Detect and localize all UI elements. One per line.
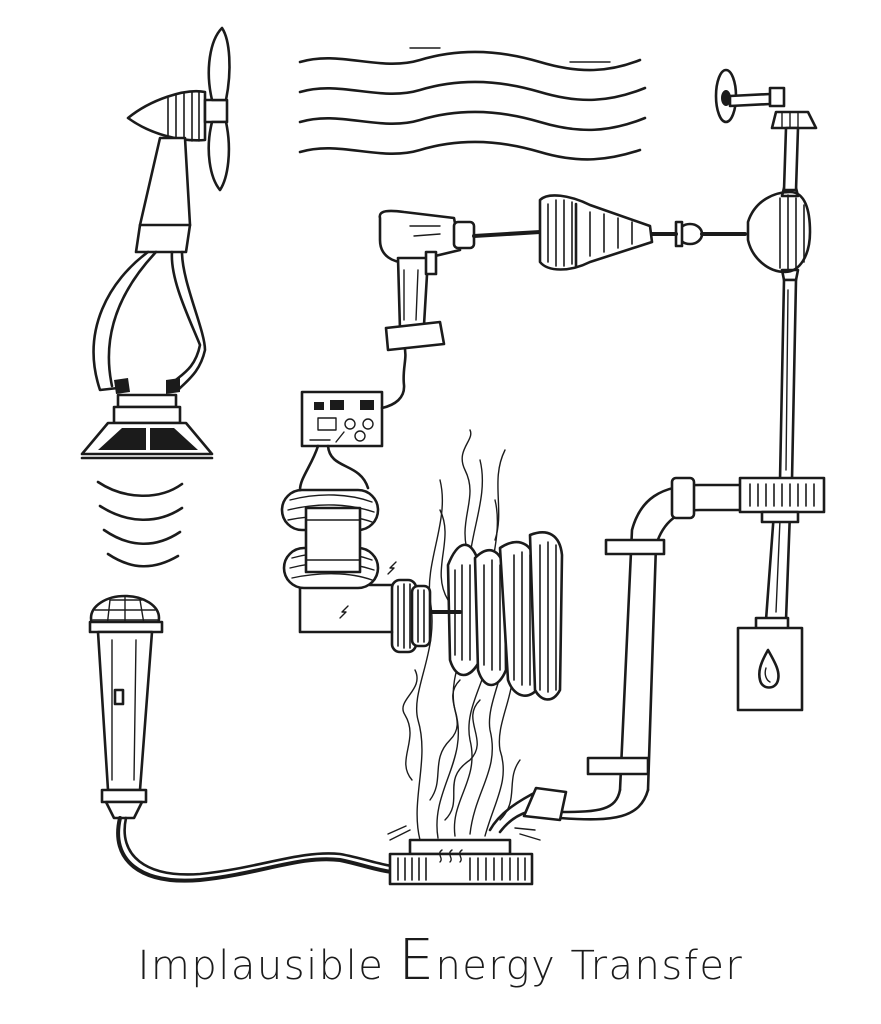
electric-motor <box>298 561 432 654</box>
gearbox <box>746 186 812 282</box>
title-big-letter: E <box>398 928 436 993</box>
microphone <box>88 594 164 820</box>
speaker <box>80 393 214 460</box>
water-wheel <box>428 531 564 701</box>
title-part-2: nergy Transfer <box>435 943 744 989</box>
shaft-clamp <box>738 476 826 524</box>
drill-bit-cone <box>538 194 747 271</box>
power-drill <box>378 209 542 352</box>
circuit-board <box>298 343 407 492</box>
anemometer <box>714 68 818 130</box>
fuel-tank <box>736 616 804 712</box>
title-part-1: Implausible <box>137 943 399 989</box>
heat-waves <box>298 47 647 161</box>
wind-turbine <box>92 26 231 394</box>
hot-plate <box>388 838 534 886</box>
pipe <box>488 476 742 834</box>
diagram-title: Implausible Energy Transfer <box>0 928 881 993</box>
transformer <box>280 488 380 590</box>
microphone-cable <box>116 816 394 883</box>
sound-waves <box>96 480 184 568</box>
